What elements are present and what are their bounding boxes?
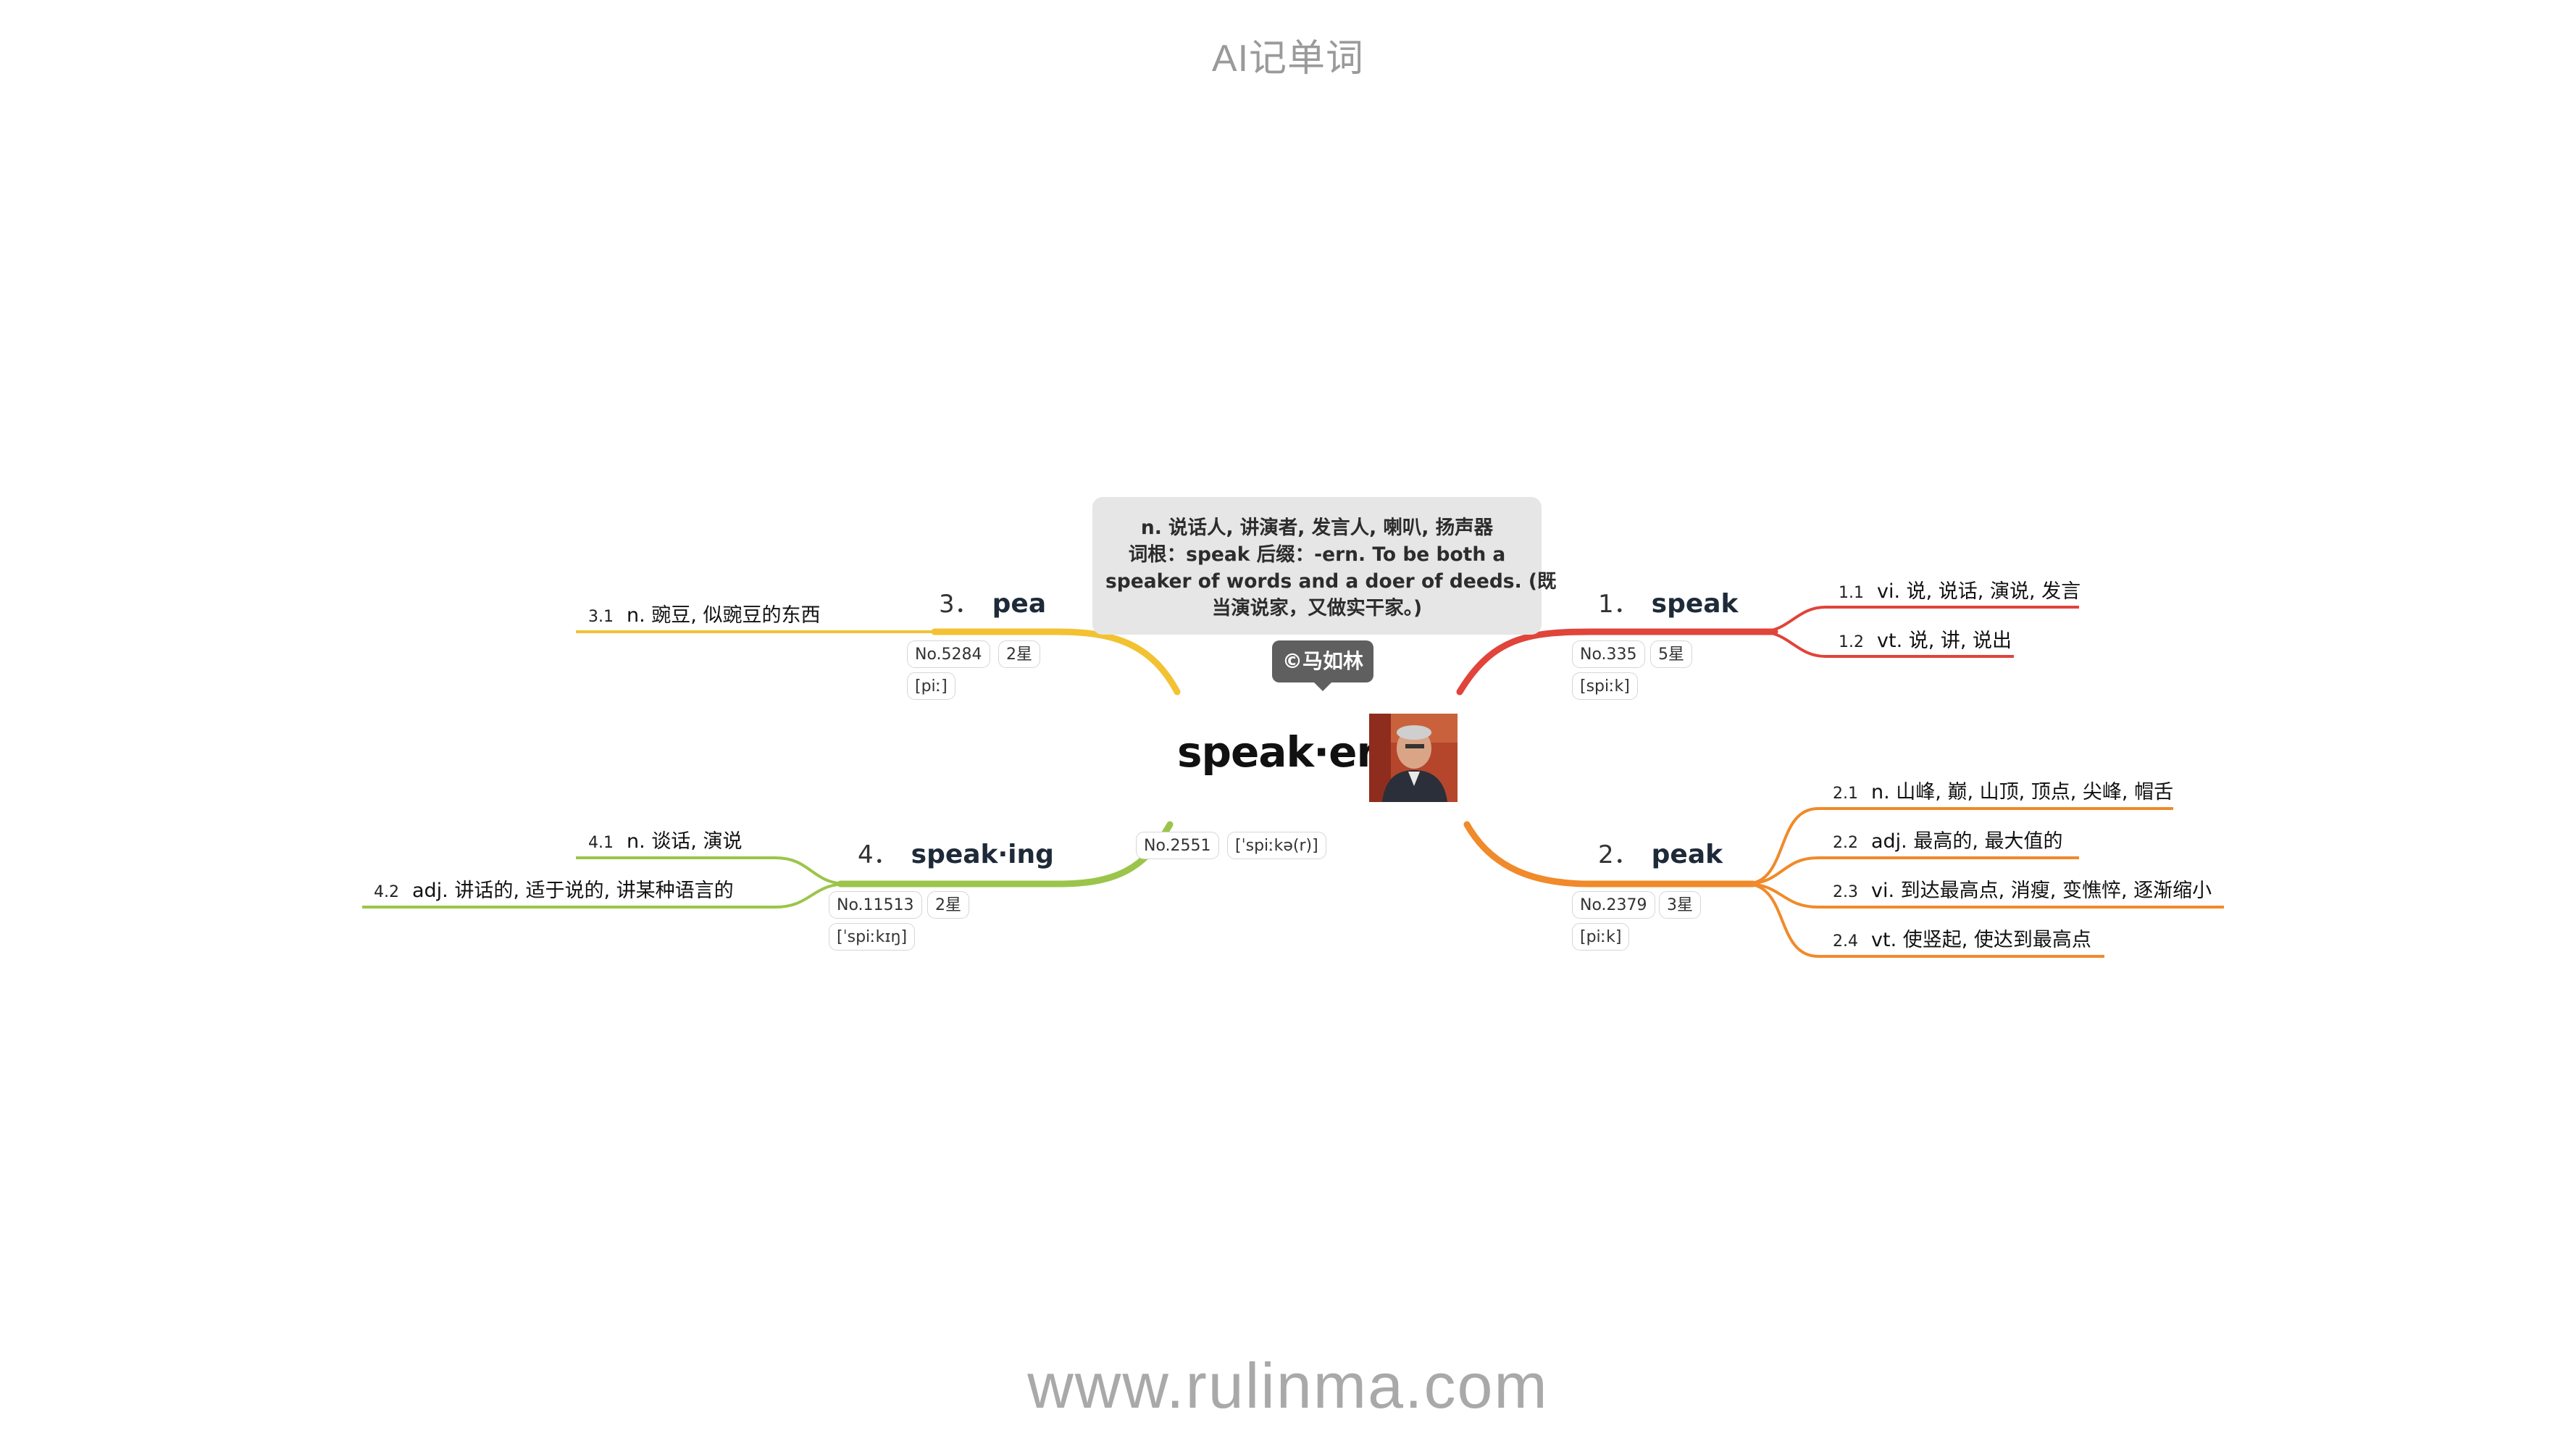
sense-text: vi. 到达最高点, 消瘦, 变憔悴, 逐渐缩小 [1871,880,2212,902]
stars-tag: 3星 [1659,891,1701,919]
app-title: AI记单词 [1211,38,1365,80]
stars-tag: 5星 [1650,640,1692,668]
topic-number: 1． [1598,590,1639,619]
sense-1-2[interactable]: 1.2 vt. 说, 讲, 说出 [1839,625,2012,653]
sense-4-2[interactable]: 4.2 adj. 讲话的, 适于说的, 讲某种语言的 [374,874,734,903]
link-center-pea [931,628,1181,696]
sense-text: n. 山峰, 巅, 山顶, 顶点, 尖峰, 帽舌 [1871,781,2174,803]
sense-number: 3.1 [588,608,614,626]
topic-peak[interactable]: 2． peak [1598,835,1723,870]
sense-2-2[interactable]: 2.2 adj. 最高的, 最大值的 [1833,825,2063,853]
link-peak-2.2 [1745,856,2079,885]
central-note: n. 说话人, 讲演者, 发言人, 喇叭, 扬声器 词根：speak 后缀：-e… [1092,497,1557,635]
central-phonetic-tag: [ˈspiːkə(r)] [1227,832,1326,859]
link-speaking-4.1 [576,856,848,885]
link-speak-1.1 [1760,606,2079,633]
sense-3-1[interactable]: 3.1 n. 豌豆, 似豌豆的东西 [588,599,820,627]
sense-text: vt. 说, 讲, 说出 [1877,630,2012,652]
sense-2-3[interactable]: 2.3 vi. 到达最高点, 消瘦, 变憔悴, 逐渐缩小 [1833,874,2212,903]
website-url: www.rulinma.com [1027,1350,1549,1421]
phonetic-tag: [spiːk] [1572,672,1638,700]
sense-number: 2.3 [1833,883,1858,901]
note-line-3: speaker of words and a doer of deeds. (既 [1105,570,1557,593]
topic-number: 4． [858,840,898,869]
link-peak-2.4 [1745,882,2104,958]
sense-text: vt. 使竖起, 使达到最高点 [1871,929,2091,951]
topic-speak[interactable]: 1． speak [1598,584,1739,619]
sense-2-1[interactable]: 2.1 n. 山峰, 巅, 山顶, 顶点, 尖峰, 帽舌 [1833,776,2173,804]
link-center-speak [1456,628,1778,696]
sense-number: 1.1 [1839,584,1864,602]
rank-tag: No.335 [1572,640,1645,668]
rank-tag: No.5284 [907,640,990,668]
sense-text: adj. 讲话的, 适于说的, 讲某种语言的 [412,880,734,902]
topic-number: 3． [939,590,979,619]
sense-number: 4.2 [374,883,399,901]
credit-label: ©马如林 [1272,640,1374,691]
topic-word: speak [1651,589,1739,619]
rank-tag: No.11513 [829,891,922,919]
link-center-peak [1463,821,1757,888]
topic-pea[interactable]: 3． pea [939,584,1046,619]
sense-number: 4.1 [588,834,614,852]
sense-text: vi. 说, 说话, 演说, 发言 [1877,580,2081,603]
note-line-2: 词根：speak 后缀：-ern. To be both a [1128,543,1506,566]
note-line-4: 当演说家，又做实干家。) [1211,597,1423,619]
central-rank-tag: No.2551 [1136,832,1219,859]
sense-2-4[interactable]: 2.4 vt. 使竖起, 使达到最高点 [1833,924,2091,952]
stars-tag: 2星 [998,640,1040,668]
speaker-photo [1369,714,1458,802]
topic-word: peak [1651,840,1723,869]
phonetic-tag: [piː] [907,672,955,700]
topic-speaking[interactable]: 4． speak·ing [858,835,1054,870]
topic-number: 2． [1598,840,1639,869]
phonetic-tag: [piːk] [1572,923,1630,951]
sense-number: 1.2 [1839,633,1864,651]
link-peak-2.1 [1745,807,2173,885]
sense-text: adj. 最高的, 最大值的 [1871,830,2063,853]
sense-1-1[interactable]: 1.1 vi. 说, 说话, 演说, 发言 [1839,575,2081,604]
sense-number: 2.4 [1833,932,1858,951]
central-word[interactable]: speak·er [1177,727,1377,777]
note-line-1: n. 说话人, 讲演者, 发言人, 喇叭, 扬声器 [1140,517,1494,539]
sense-number: 2.1 [1833,785,1858,803]
phonetic-tag: [ˈspiːkɪŋ] [829,923,916,951]
topic-word: pea [992,589,1047,619]
sense-text: n. 谈话, 演说 [627,830,743,853]
sense-4-1[interactable]: 4.1 n. 谈话, 演说 [588,825,742,853]
rank-tag: No.2379 [1572,891,1655,919]
stars-tag: 2星 [927,891,969,919]
link-speak-1.2 [1760,630,2014,658]
topic-word: speak·ing [911,840,1054,869]
sense-text: n. 豌豆, 似豌豆的东西 [627,604,821,627]
link-speaking-4.2 [362,882,848,909]
sense-number: 2.2 [1833,834,1858,852]
